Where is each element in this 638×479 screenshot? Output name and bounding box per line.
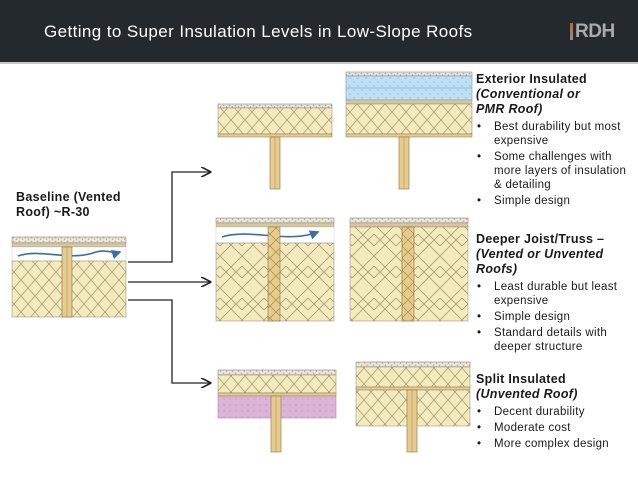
bullet-list: • Least durable but least expensive • Simp… <box>476 280 634 354</box>
option-heading-line2: (Vented or Unvented <box>476 247 604 261</box>
option-heading: Deeper Joist/Truss – (Vented or Unvented… <box>476 232 634 277</box>
option-heading-line2: (Unvented Roof) <box>476 387 578 401</box>
option-heading-line3: PMR Roof) <box>476 102 543 116</box>
bullet-item: • Decent durability <box>476 405 634 419</box>
bullet-text: Standard details with deeper structure <box>494 327 608 353</box>
option-heading-line1: Split Insulated <box>476 372 566 386</box>
option-split-insulated: Split Insulated (Unvented Roof) • Decent … <box>476 372 634 453</box>
bullet-item: • Standard details with deeper structure <box>476 326 634 354</box>
split-insulated-foam-diagram <box>217 369 337 453</box>
bullet-item: • Simple design <box>476 310 634 324</box>
slide-title: Getting to Super Insulation Levels in Lo… <box>44 22 473 41</box>
option-deeper-joist: Deeper Joist/Truss – (Vented or Unvented… <box>476 232 634 356</box>
baseline-label-line1: Baseline (Vented <box>16 190 121 204</box>
bullet-item: • Moderate cost <box>476 421 634 435</box>
option-exterior-insulated: Exterior Insulated (Conventional or PMR … <box>476 72 634 210</box>
option-heading: Split Insulated (Unvented Roof) <box>476 372 634 402</box>
exterior-insulated-before-diagram <box>217 103 333 190</box>
bullet-text: More complex design <box>494 438 610 450</box>
title-divider <box>0 62 638 64</box>
baseline-label-line2: Roof) ~R-30 <box>16 205 90 219</box>
bullet-item: • More complex design <box>476 437 634 451</box>
bullet-icon: • <box>477 327 482 339</box>
bullet-icon: • <box>477 406 482 418</box>
split-insulated-batt-diagram <box>355 361 471 453</box>
option-heading-line2: (Conventional or <box>476 87 581 101</box>
exterior-insulated-after-diagram <box>345 71 473 190</box>
bullet-icon: • <box>477 195 482 207</box>
bullet-icon: • <box>477 151 482 163</box>
bullet-icon: • <box>477 311 482 323</box>
logo-text: RDH <box>575 21 615 42</box>
baseline-label: Baseline (Vented Roof) ~R-30 <box>16 190 146 220</box>
connector-arrows <box>128 172 210 383</box>
option-heading-line1: Exterior Insulated <box>476 72 587 86</box>
bullet-icon: • <box>477 281 482 293</box>
bullet-list: • Decent durability • Moderate cost • More … <box>476 405 634 451</box>
title-bar: Getting to Super Insulation Levels in Lo… <box>0 0 638 62</box>
deeper-joist-unvented-diagram <box>349 217 469 322</box>
bullet-list: • Best durability but most expensive • Som… <box>476 120 634 208</box>
option-heading-line1: Deeper Joist/Truss – <box>476 232 605 246</box>
bullet-icon: • <box>477 438 482 450</box>
bullet-text: Some challenges with more layers of insu… <box>494 151 627 191</box>
bullet-text: Simple design <box>494 195 571 207</box>
bullet-text: Simple design <box>494 311 571 323</box>
logo-mark-icon <box>570 23 573 40</box>
bullet-item: • Simple design <box>476 194 634 208</box>
bullet-text: Decent durability <box>494 406 585 418</box>
bullet-text: Best durability but most expensive <box>494 121 621 147</box>
deeper-joist-vented-diagram <box>215 217 335 322</box>
bullet-item: • Best durability but most expensive <box>476 120 634 148</box>
option-heading: Exterior Insulated (Conventional or PMR … <box>476 72 634 117</box>
bullet-item: • Some challenges with more layers of ins… <box>476 150 634 192</box>
option-heading-line3: Roofs) <box>476 262 518 276</box>
bullet-icon: • <box>477 121 482 133</box>
baseline-roof-diagram <box>11 236 127 318</box>
bullet-text: Moderate cost <box>494 422 571 434</box>
bullet-item: • Least durable but least expensive <box>476 280 634 308</box>
bullet-text: Least durable but least expensive <box>494 281 618 307</box>
bullet-icon: • <box>477 422 482 434</box>
